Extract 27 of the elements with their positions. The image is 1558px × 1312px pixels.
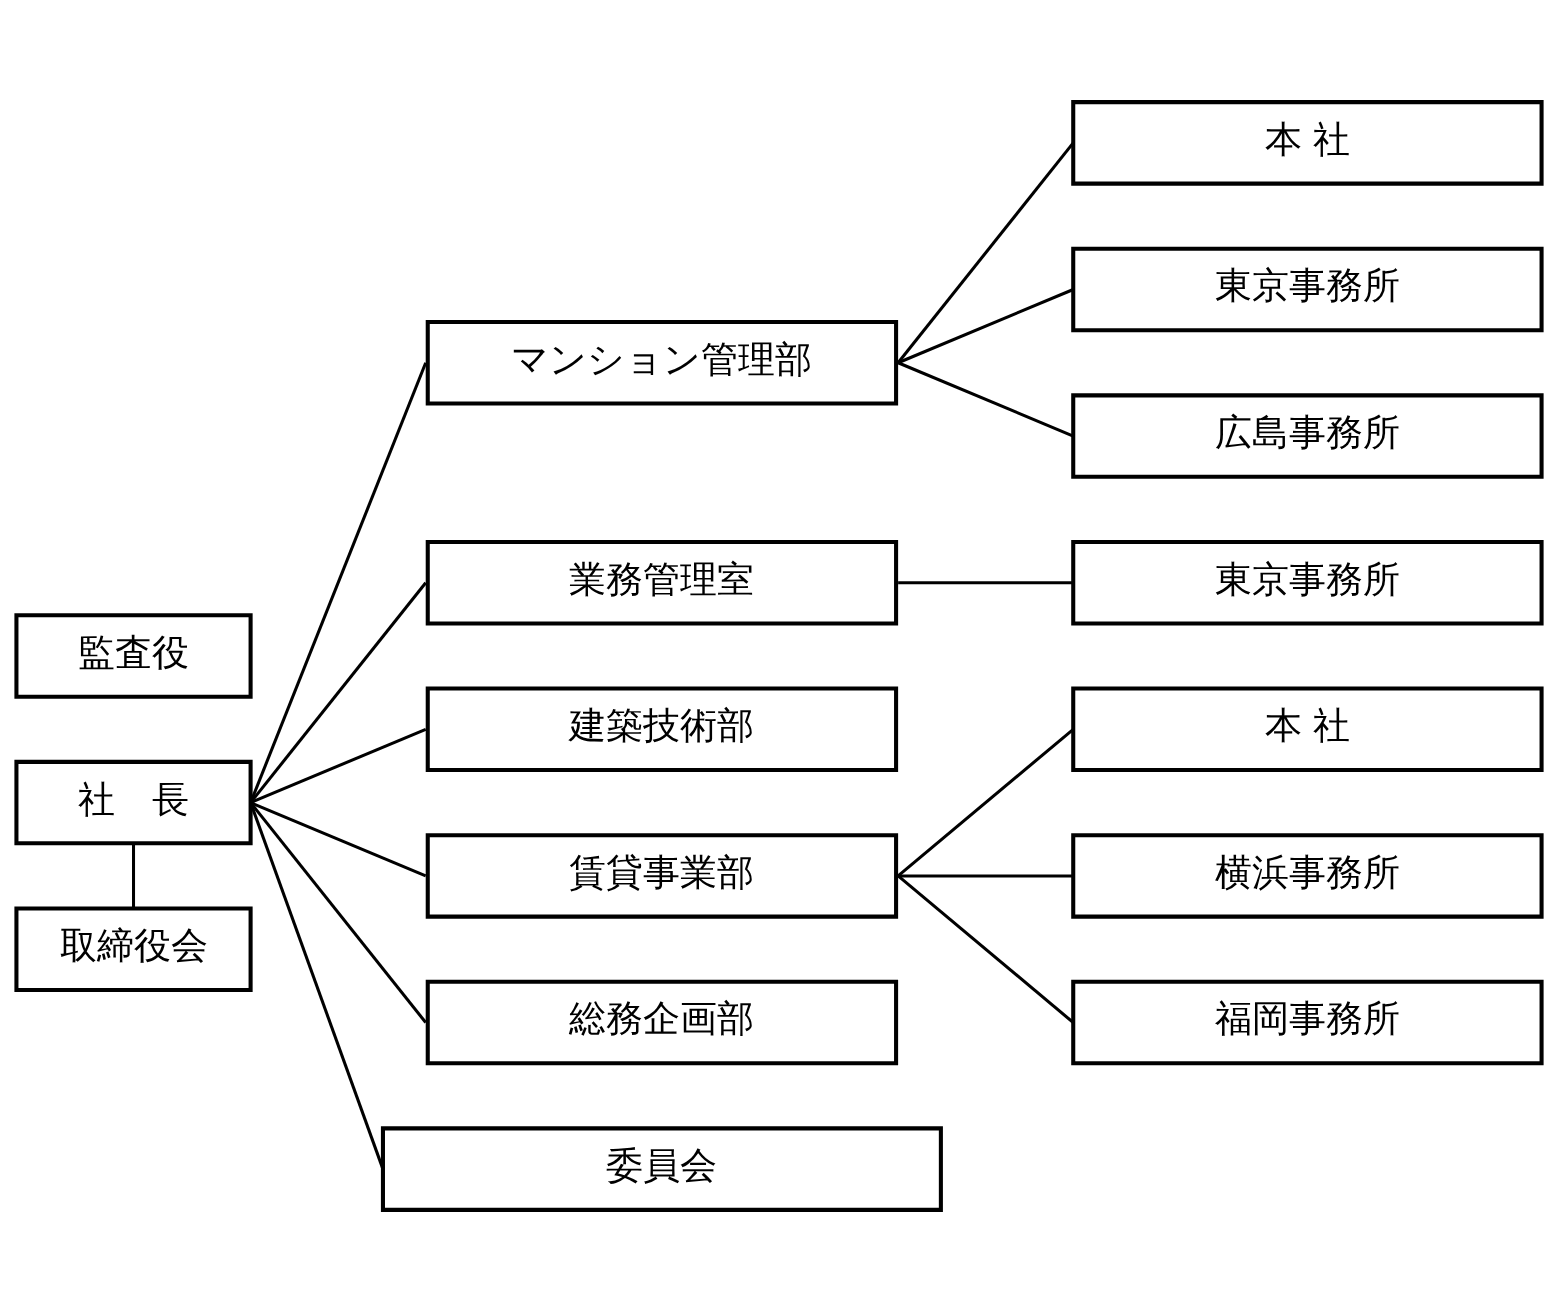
- node-box: 監査役: [14, 613, 253, 699]
- node-box: 委員会: [380, 1126, 943, 1212]
- node-box: 東京事務所: [1071, 246, 1544, 333]
- node-box: 賃貸事業部: [425, 833, 899, 919]
- node-box: 社 長: [14, 759, 253, 846]
- connector: [897, 874, 1075, 1024]
- connector: [132, 843, 136, 908]
- node-box: 福岡事務所: [1071, 979, 1544, 1066]
- connector: [897, 288, 1074, 365]
- connector: [898, 874, 1074, 878]
- connector: [249, 362, 428, 804]
- connector: [250, 801, 427, 878]
- node-box: 東京事務所: [1071, 539, 1544, 626]
- node-box: 総務企画部: [425, 979, 899, 1066]
- connector: [898, 581, 1074, 585]
- node-box: 横浜事務所: [1071, 833, 1544, 919]
- node-box: マンション管理部: [425, 320, 899, 406]
- node-box: 広島事務所: [1071, 393, 1544, 479]
- node-box: 業務管理室: [425, 539, 899, 626]
- connector: [250, 727, 427, 804]
- node-box: 建築技術部: [425, 686, 899, 773]
- connector: [896, 141, 1075, 364]
- connector: [897, 728, 1075, 878]
- node-box: 本 社: [1071, 686, 1544, 773]
- node-box: 本 社: [1071, 100, 1544, 186]
- connector: [897, 361, 1074, 438]
- node-box: 取締役会: [14, 906, 253, 992]
